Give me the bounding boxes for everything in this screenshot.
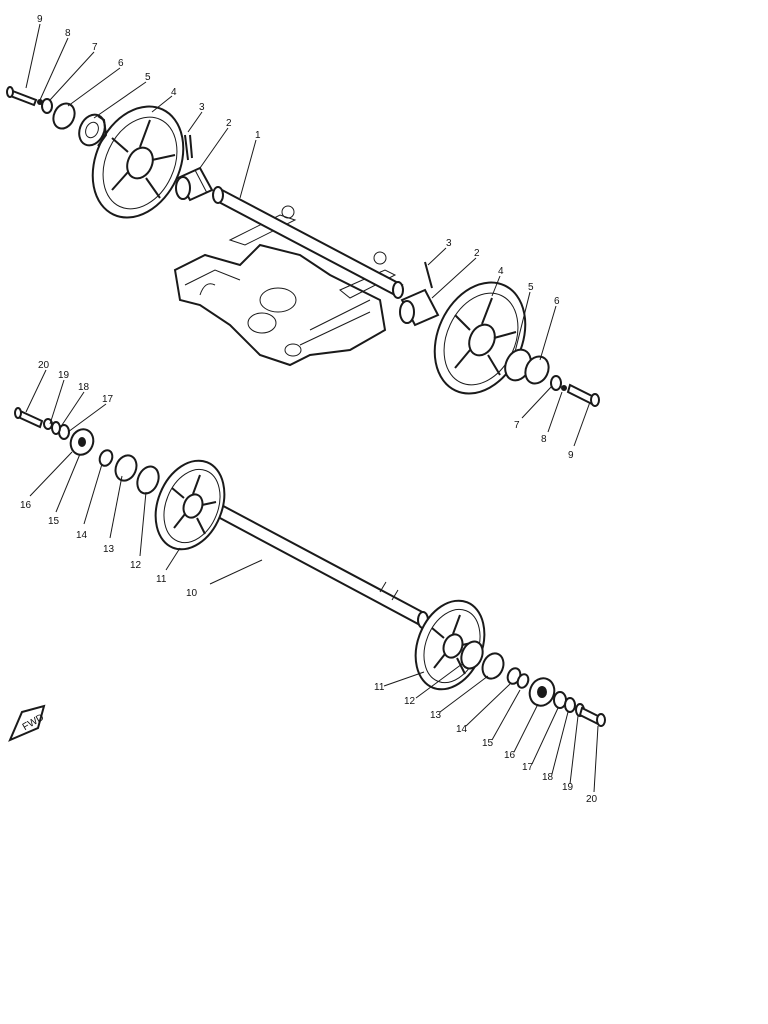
label-16-lower-left: 16 <box>20 500 32 511</box>
label-8-upper-right: 8 <box>541 434 547 445</box>
label-5-upper-left: 5 <box>145 72 151 83</box>
label-12-lower-left: 12 <box>130 560 142 571</box>
spacer-core-lower-left <box>78 437 86 447</box>
label-15-lower-right: 15 <box>482 738 494 749</box>
label-6-upper-left: 6 <box>118 58 124 69</box>
label-11-lower-left: 11 <box>156 574 167 585</box>
rear-wheel-right <box>414 599 486 691</box>
label-6-upper-right: 6 <box>554 296 560 307</box>
bushing-left <box>175 166 214 202</box>
washer-upper-left <box>41 98 53 114</box>
circlip-lower-right <box>481 652 505 680</box>
label-14-lower-right: 14 <box>456 724 468 735</box>
label-7-upper-left: 7 <box>92 42 98 53</box>
label-1-upper: 1 <box>255 130 261 141</box>
label-13-lower-left: 13 <box>103 544 115 555</box>
label-14-lower-left: 14 <box>76 530 88 541</box>
label-10: 10 <box>186 588 198 599</box>
bushing-right <box>399 288 440 327</box>
spacer-core-lower-right <box>537 686 547 698</box>
upper-shaft <box>212 186 404 299</box>
bearing-upper-left <box>78 113 108 147</box>
washer-small-upper-left <box>37 99 43 105</box>
washer-19-lower-left <box>43 418 53 430</box>
label-11-lower-right: 11 <box>374 682 385 693</box>
washer-18-lower-right <box>564 697 576 713</box>
label-19-lower-left: 19 <box>58 370 70 381</box>
circlip-upper-right <box>524 355 550 385</box>
label-7-upper-right: 7 <box>514 420 520 431</box>
washer-small-upper-right <box>561 385 567 391</box>
label-17-lower-left: 17 <box>102 394 114 405</box>
label-12-lower-right: 12 <box>404 696 416 707</box>
label-17-lower-right: 17 <box>522 762 534 773</box>
cotter-pin-left <box>184 134 193 161</box>
label-3-upper-left: 3 <box>199 102 205 113</box>
bolt-upper-right <box>566 383 600 407</box>
idler-wheel-upper-right <box>433 281 527 395</box>
ring-lower-left <box>98 449 114 467</box>
label-8-upper-left: 8 <box>65 28 71 39</box>
label-9-upper-right: 9 <box>568 450 574 461</box>
fwd-direction-marker: FWD <box>8 704 46 742</box>
label-5-upper-right: 5 <box>528 282 534 293</box>
label-18-lower-left: 18 <box>78 382 90 393</box>
label-19-lower-right: 19 <box>562 782 574 793</box>
bearing-lower-right <box>460 640 484 670</box>
bolt-lower-left <box>14 407 44 429</box>
label-13-lower-right: 13 <box>430 710 442 721</box>
label-2-upper-left: 2 <box>226 118 232 129</box>
bolt-lower-right <box>578 706 606 727</box>
label-18-lower-right: 18 <box>542 772 554 783</box>
circlip-upper-left <box>52 102 76 130</box>
rear-axle <box>202 496 429 629</box>
label-9-upper-left: 9 <box>37 14 43 25</box>
label-20-lower-left: 20 <box>38 360 50 371</box>
label-2-upper-right: 2 <box>474 248 480 259</box>
washer-18-lower-left <box>51 421 61 435</box>
idler-wheel-upper-left <box>91 105 185 219</box>
cotter-pin-right <box>424 261 433 289</box>
label-3-upper-right: 3 <box>446 238 452 249</box>
label-4-upper-left: 4 <box>171 87 177 98</box>
ring-15-lower-right <box>516 673 530 689</box>
label-20-lower-right: 20 <box>586 794 598 805</box>
label-15-lower-left: 15 <box>48 516 60 527</box>
label-4-upper-right: 4 <box>498 266 504 277</box>
bearing-lower-left <box>136 465 160 495</box>
leader-lines <box>25 23 599 793</box>
label-16-lower-right: 16 <box>504 750 516 761</box>
bolt-upper-left <box>6 86 38 107</box>
washer-upper-right <box>550 375 562 391</box>
rear-wheel-left <box>154 459 226 551</box>
circlip-lower-left <box>114 454 138 482</box>
